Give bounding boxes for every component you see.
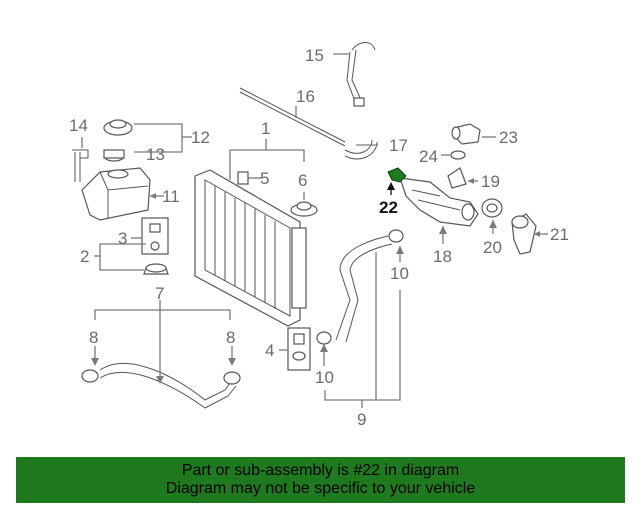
part-24-oring [450,150,466,160]
callout-9: 9 [357,410,366,429]
part-22-highlighted [387,167,407,183]
info-banner: Part or sub-assembly is #22 in diagram D… [16,457,625,503]
callout-10-lower: 10 [315,368,334,387]
callout-8-right: 8 [226,328,235,347]
part-5-bolt [237,171,256,185]
callout-4: 4 [265,341,274,360]
callout-15: 15 [305,46,324,65]
callout-19: 19 [481,172,500,191]
part-18-housing [399,177,479,227]
callout-16: 16 [296,87,315,106]
part-4-grommets [287,327,311,371]
callout-10-upper: 10 [390,264,409,283]
part-3-grommets [141,217,169,255]
parts-diagram: 15 16 17 14 12 13 11 1 5 6 3 2 7 8 8 4 1… [69,42,569,429]
part-7-hose [81,362,241,409]
callout-14: 14 [69,116,88,135]
callout-18: 18 [433,247,452,266]
part-20-thermostat [481,198,503,218]
callout-23: 23 [499,128,518,147]
callout-24: 24 [419,147,438,166]
callout-17: 17 [389,136,408,155]
part-6-cap [290,201,318,217]
callout-12: 12 [191,128,210,147]
part-23-fitting [451,123,481,145]
callout-21: 21 [550,225,569,244]
callout-5: 5 [260,169,269,188]
part-17-hose [344,139,378,160]
part-1-radiator [194,169,307,327]
callout-22: 22 [379,198,398,217]
callout-1: 1 [261,119,270,138]
part-19-bracket [447,167,467,189]
part-2-clip [143,263,169,275]
part-9-hose [316,229,404,345]
part-15-hose [346,42,376,107]
callout-7: 7 [155,284,164,303]
part-12-cap [103,119,133,136]
part-21-outlet [511,213,537,255]
part-14-hose [72,149,89,182]
part-13-gasket [103,149,125,162]
callout-3: 3 [118,229,127,248]
callout-11: 11 [162,187,180,206]
part-16-rod [239,87,346,147]
banner-line-1: Part or sub-assembly is #22 in diagram [181,462,460,479]
banner-line-2: Diagram may not be specific to your vehi… [165,480,476,497]
part-11-reservoir [81,167,151,221]
callout-13: 13 [146,145,165,164]
callout-6: 6 [298,171,307,190]
callout-8-left: 8 [89,328,98,347]
callout-2: 2 [80,247,89,266]
callout-20: 20 [483,238,502,257]
